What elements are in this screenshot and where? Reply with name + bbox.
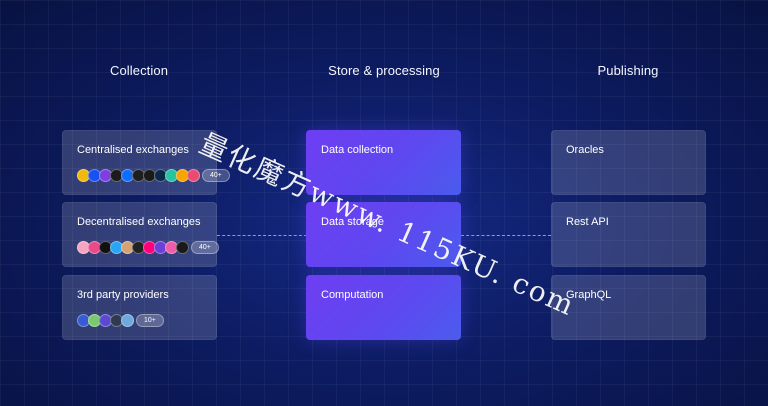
card-oracles: Oracles — [551, 130, 706, 195]
exchange-logos: 40+ — [77, 169, 230, 182]
brand-logo-icon — [187, 169, 200, 182]
card-label: Rest API — [566, 216, 609, 228]
column-title-store-processing: Store & processing — [328, 63, 440, 78]
card-label: Centralised exchanges — [77, 144, 189, 156]
dex-logos: 40+ — [77, 241, 219, 254]
count-badge: 40+ — [202, 169, 230, 182]
card-label: Oracles — [566, 144, 604, 156]
provider-logos: 10+ — [77, 314, 164, 327]
count-badge: 10+ — [136, 314, 164, 327]
card-label: Data collection — [321, 144, 394, 156]
card-label: Decentralised exchanges — [77, 216, 201, 228]
count-badge: 40+ — [191, 241, 219, 254]
card-label: Data storage — [321, 216, 384, 228]
column-title-collection: Collection — [109, 63, 169, 78]
card-label: Computation — [321, 289, 384, 301]
card-third-party-providers: 3rd party providers 10+ — [62, 275, 217, 340]
card-data-collection: Data collection — [306, 130, 461, 195]
card-label: 3rd party providers — [77, 289, 169, 301]
column-title-publishing: Publishing — [597, 63, 659, 78]
card-computation: Computation — [306, 275, 461, 340]
card-rest-api: Rest API — [551, 202, 706, 267]
card-label: GraphQL — [566, 289, 612, 301]
card-decentralised-exchanges: Decentralised exchanges 40+ — [62, 202, 219, 267]
connector-line-right — [461, 235, 551, 236]
brand-logo-icon — [121, 314, 134, 327]
brand-logo-icon — [176, 241, 189, 254]
connector-line-left — [217, 235, 307, 236]
card-graphql: GraphQL — [551, 275, 706, 340]
card-data-storage: Data storage — [306, 202, 461, 267]
card-centralised-exchanges: Centralised exchanges 40+ — [62, 130, 230, 195]
